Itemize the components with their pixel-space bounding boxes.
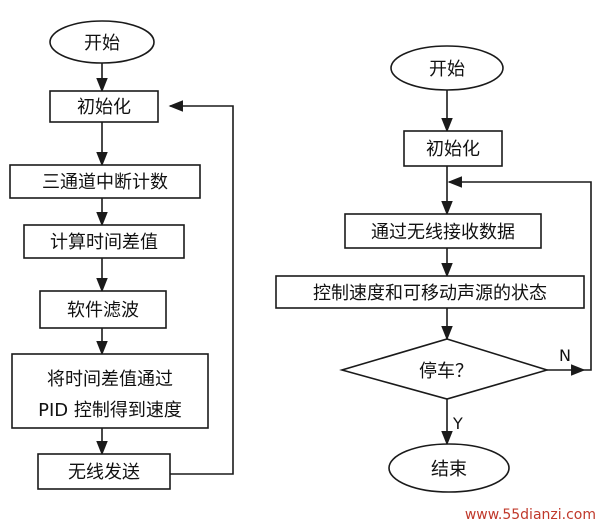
left-loop-arrow — [168, 100, 234, 475]
right-receive-box: 通过无线接收数据 — [344, 213, 542, 249]
right-end-label: 结束 — [431, 459, 467, 480]
left-count-box: 三通道中断计数 — [9, 164, 201, 199]
left-filter-box: 软件滤波 — [39, 290, 167, 329]
left-start-label: 开始 — [84, 33, 120, 54]
left-speed-label-line2: PID 控制得到速度 — [38, 400, 182, 421]
right-control-label: 控制速度和可移动声源的状态 — [313, 283, 547, 304]
right-control-box: 控制速度和可移动声源的状态 — [275, 275, 585, 309]
left-init-box: 初始化 — [49, 90, 159, 123]
left-send-box: 无线发送 — [37, 453, 171, 490]
right-decision-label: 停车？ — [419, 361, 473, 382]
left-speed-label-line1: 将时间差值通过 — [47, 369, 173, 390]
right-receive-label: 通过无线接收数据 — [371, 222, 515, 243]
right-init-box: 初始化 — [403, 130, 503, 167]
right-start-label: 开始 — [429, 59, 465, 80]
left-calc-label: 计算时间差值 — [50, 232, 158, 253]
left-send-label: 无线发送 — [68, 462, 140, 483]
right-end-node: 结束 — [388, 443, 510, 493]
right-decision-diamond: 停车？ — [339, 338, 550, 400]
decision-no-label: N — [559, 346, 571, 365]
left-count-label: 三通道中断计数 — [42, 172, 168, 193]
left-init-label: 初始化 — [77, 97, 131, 118]
right-loop-arrow — [447, 176, 592, 371]
watermark-text: www.55dianzi.com — [465, 507, 596, 523]
left-filter-label: 软件滤波 — [67, 300, 139, 321]
left-calc-box: 计算时间差值 — [23, 224, 185, 259]
decision-yes-label: Y — [452, 414, 463, 433]
left-start-node: 开始 — [49, 20, 155, 64]
right-init-label: 初始化 — [426, 139, 480, 160]
left-speed-box: 将时间差值通过 PID 控制得到速度 — [11, 353, 209, 429]
right-start-node: 开始 — [390, 45, 504, 91]
